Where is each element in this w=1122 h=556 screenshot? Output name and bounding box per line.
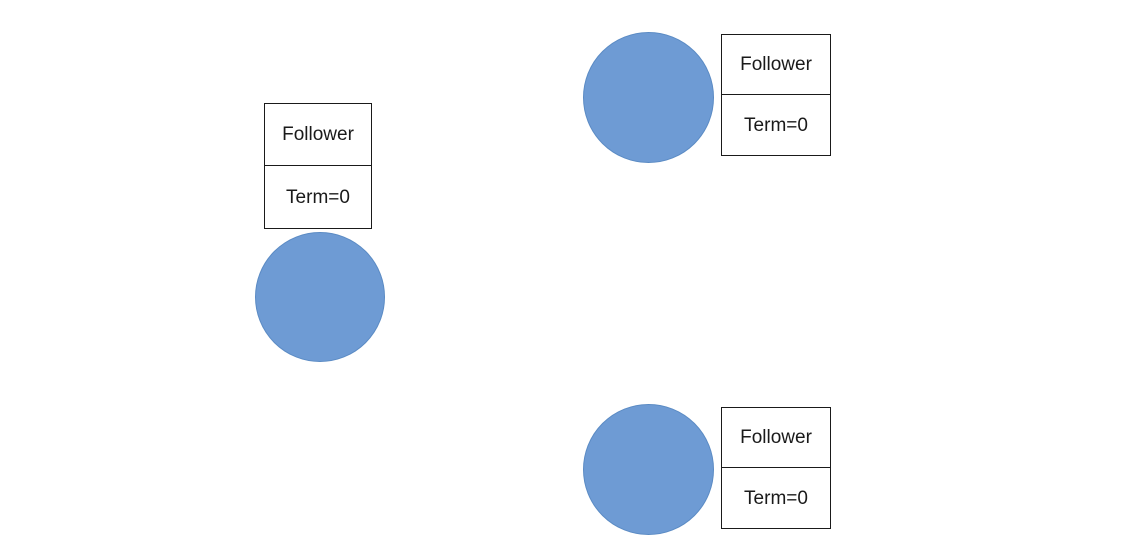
- node-term-label: Term=0: [744, 114, 808, 136]
- server-circle-icon: [583, 32, 714, 163]
- server-circle-icon: [583, 404, 714, 535]
- node-role-label: Follower: [722, 408, 830, 468]
- node-role-label: Follower: [722, 35, 830, 95]
- node-term-label: Term=0: [286, 186, 350, 208]
- node-term-label: Term=0: [744, 487, 808, 509]
- node-role-label: Follower: [265, 104, 371, 166]
- server-circle-icon: [255, 232, 385, 362]
